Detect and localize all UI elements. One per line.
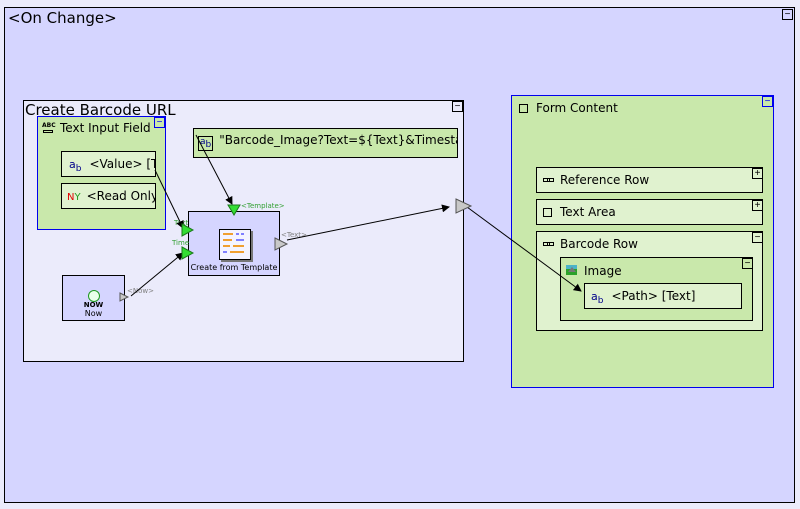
text-input-field-title: Text Input Field (60, 121, 151, 135)
clock-icon (88, 290, 100, 302)
template-string-text: "Barcode_Image?Text=${Text}&Timestamp=${… (219, 133, 457, 147)
ab-text-icon: ab (69, 158, 82, 175)
form-icon (519, 104, 528, 113)
value-field-label: <Value> [Text] (89, 157, 156, 171)
now-out-port-label: <Now> (127, 287, 154, 295)
read-only-field-label: <Read Only> (86, 189, 155, 203)
template-port-label: <Template> (241, 202, 285, 210)
barcode-row-label: Barcode Row (560, 237, 638, 251)
template-icon (219, 229, 251, 260)
now-node[interactable]: NOW Now (62, 275, 125, 321)
image-group[interactable]: Image − ab <Path> [Text] (560, 257, 753, 321)
value-field-row[interactable]: ab <Value> [Text] (61, 151, 156, 177)
text-input-field-collapse-button[interactable]: − (154, 117, 165, 128)
text-area-icon (543, 208, 552, 217)
create-from-template-label: Create from Template (190, 263, 278, 272)
time-port-label: Time (172, 239, 190, 247)
text-area-expand-button[interactable]: + (752, 200, 763, 211)
template-string-node[interactable]: ab "Barcode_Image?Text=${Text}&Timestamp=… (193, 128, 458, 158)
image-label: Image (584, 264, 622, 278)
ab-text-icon: ab (591, 290, 604, 307)
create-from-template-node[interactable]: Create from Template (188, 211, 280, 276)
create-barcode-url-title: Create Barcode URL (25, 101, 176, 119)
ny-boolean-icon: NY (67, 192, 81, 203)
barcode-row[interactable]: Barcode Row − Image − ab <Path> [Text] (536, 231, 763, 331)
text-field-icon: ABC (42, 123, 56, 134)
path-field-label: <Path> [Text] (611, 289, 696, 303)
reference-row[interactable]: Reference Row + (536, 167, 763, 193)
now-icon-text: NOW (83, 301, 104, 309)
path-field-row[interactable]: ab <Path> [Text] (584, 283, 742, 309)
text-input-field-group[interactable]: ABC Text Input Field − ab<Value> [Text] … (37, 116, 166, 230)
read-only-field-row[interactable]: NY <Read Only> (61, 183, 156, 209)
row-icon (543, 242, 554, 246)
text-constant-icon: ab (198, 136, 214, 151)
now-label: Now (84, 309, 103, 318)
text-out-port-label: <Text> (281, 231, 307, 239)
form-content-collapse-button[interactable]: − (762, 96, 773, 107)
image-icon (566, 265, 577, 275)
form-content-title: Form Content (536, 101, 618, 115)
image-collapse-button[interactable]: − (742, 258, 753, 269)
barcode-row-collapse-button[interactable]: − (752, 232, 763, 243)
text-area-label: Text Area (560, 205, 616, 219)
reference-row-expand-button[interactable]: + (752, 168, 763, 179)
reference-row-label: Reference Row (560, 173, 650, 187)
text-port-label: Text (174, 219, 189, 227)
on-change-title: <On Change> (8, 9, 117, 27)
text-area-row[interactable]: Text Area + (536, 199, 763, 225)
form-content-group[interactable]: Form Content − Reference Row + Text Area… (511, 95, 774, 388)
row-icon (543, 178, 554, 182)
create-barcode-url-collapse-button[interactable]: − (452, 101, 463, 112)
on-change-collapse-button[interactable]: − (782, 9, 793, 20)
